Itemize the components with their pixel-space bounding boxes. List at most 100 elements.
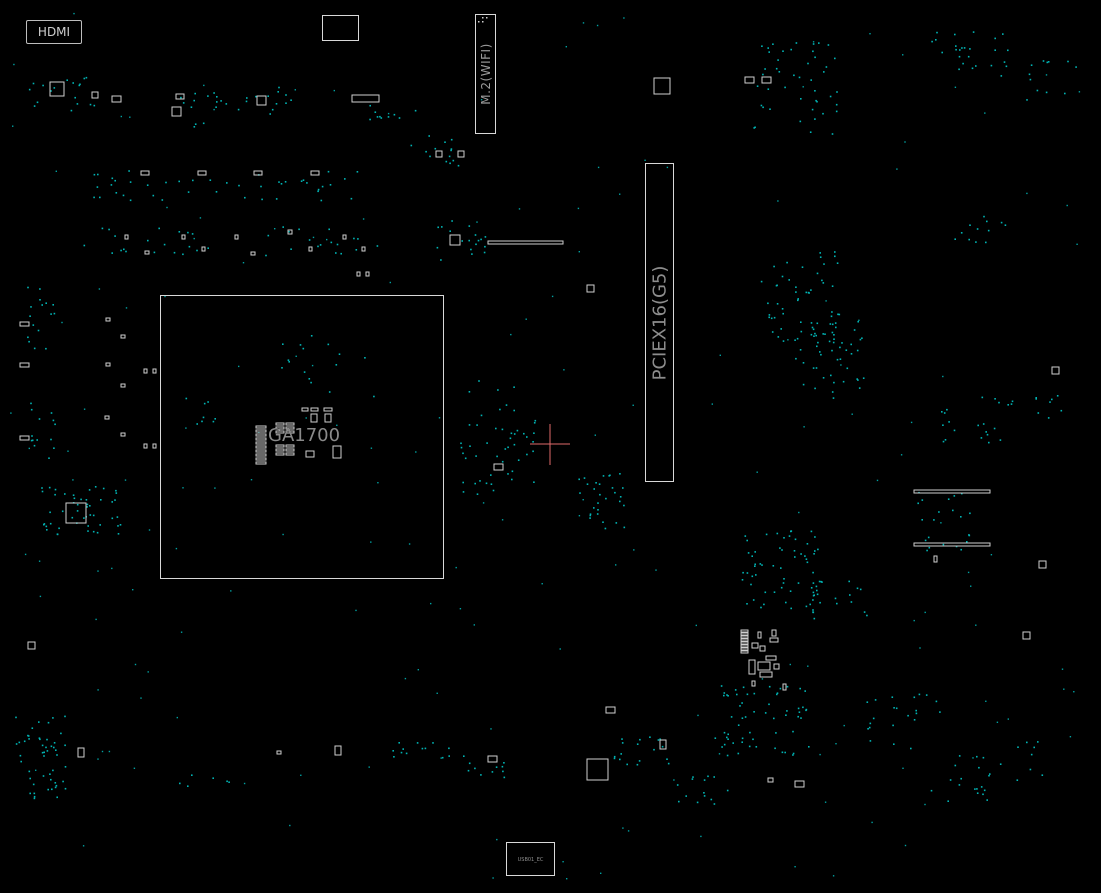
via-dot: [191, 233, 194, 235]
via-dot: [754, 551, 756, 553]
via-dot: [593, 488, 595, 490]
via-dot: [814, 536, 816, 538]
via-dot: [921, 499, 924, 501]
via-dot: [915, 712, 918, 715]
via-dot: [771, 331, 774, 333]
via-dot: [961, 492, 963, 495]
via-dot: [50, 778, 52, 781]
via-dot: [830, 315, 833, 318]
via-dot: [989, 773, 991, 775]
via-dot: [66, 79, 68, 81]
cpu-socket-label: GA1700: [268, 425, 341, 446]
via-dot: [448, 755, 450, 757]
bottom-connector[interactable]: USB01_EC: [506, 842, 555, 876]
via-dot: [274, 228, 276, 230]
via-dot: [518, 208, 521, 210]
via-dot: [1036, 89, 1039, 92]
via-dot: [615, 564, 617, 566]
via-dot: [795, 357, 797, 360]
component-pad: [111, 95, 122, 103]
via-dot: [27, 336, 29, 339]
cpu-socket[interactable]: [160, 295, 444, 579]
via-dot: [946, 408, 948, 411]
via-dot: [953, 429, 956, 432]
via-dot: [327, 170, 330, 173]
component-pad: [19, 362, 30, 368]
via-dot: [56, 533, 59, 536]
via-dot: [1004, 224, 1007, 226]
via-dot: [969, 224, 971, 226]
via-dot: [620, 753, 622, 755]
via-dot: [760, 280, 763, 283]
via-dot: [191, 774, 193, 776]
via-dot: [892, 724, 894, 727]
via-dot: [972, 757, 974, 759]
via-dot: [421, 747, 424, 750]
via-dot: [850, 601, 853, 603]
via-dot: [450, 138, 453, 141]
via-dot: [83, 408, 86, 410]
via-dot: [810, 333, 813, 336]
via-dot: [414, 109, 417, 112]
via-dot: [28, 447, 30, 450]
component-pad: [659, 739, 667, 750]
socket-pin-pad: [332, 445, 342, 459]
via-dot: [513, 433, 516, 435]
via-dot: [596, 513, 599, 515]
via-dot: [752, 599, 755, 601]
via-dot: [836, 602, 838, 605]
via-dot: [862, 377, 865, 379]
via-dot: [723, 743, 726, 746]
via-dot: [834, 322, 837, 324]
via-dot: [807, 665, 809, 667]
via-dot: [52, 717, 54, 719]
via-dot: [812, 611, 815, 614]
via-dot: [123, 248, 125, 251]
via-dot: [968, 534, 971, 537]
via-dot: [817, 341, 819, 344]
via-dot: [924, 803, 926, 806]
pcie-x16-slot[interactable]: PCIEX16(G5): [645, 163, 674, 482]
via-dot: [402, 748, 404, 750]
via-dot: [981, 396, 984, 399]
via-dot: [31, 435, 33, 437]
via-dot: [30, 306, 32, 308]
via-dot: [931, 40, 933, 43]
via-dot: [770, 317, 773, 320]
via-dot: [199, 217, 202, 219]
via-dot: [764, 68, 766, 70]
via-dot: [785, 714, 787, 716]
via-dot: [85, 499, 88, 501]
via-dot: [848, 580, 850, 583]
via-dot: [741, 741, 743, 743]
via-dot: [193, 237, 195, 240]
via-dot: [622, 487, 624, 489]
via-dot: [193, 99, 195, 102]
via-dot: [996, 721, 999, 723]
via-dot: [290, 248, 292, 250]
via-dot: [96, 186, 99, 188]
via-dot: [967, 55, 970, 58]
component-pad: [794, 780, 805, 788]
via-dot: [963, 47, 966, 49]
component-pad: [782, 683, 787, 691]
via-dot: [921, 519, 923, 521]
via-dot: [933, 519, 935, 521]
via-dot: [50, 313, 52, 315]
via-dot: [134, 663, 137, 666]
via-dot: [28, 340, 30, 343]
via-dot: [797, 298, 799, 300]
via-dot: [410, 144, 413, 147]
via-dot: [476, 493, 479, 495]
via-dot: [994, 49, 996, 51]
via-dot: [582, 499, 584, 501]
top-connector[interactable]: [322, 15, 359, 41]
m2-wifi-slot[interactable]: M.2(WIFI): [475, 14, 496, 134]
component-pad: [653, 77, 671, 95]
via-dot: [756, 85, 759, 87]
via-dot: [463, 755, 465, 757]
hdmi-connector[interactable]: HDMI: [26, 20, 82, 44]
ic-pin-pad: [740, 638, 749, 642]
via-dot: [1007, 404, 1009, 406]
